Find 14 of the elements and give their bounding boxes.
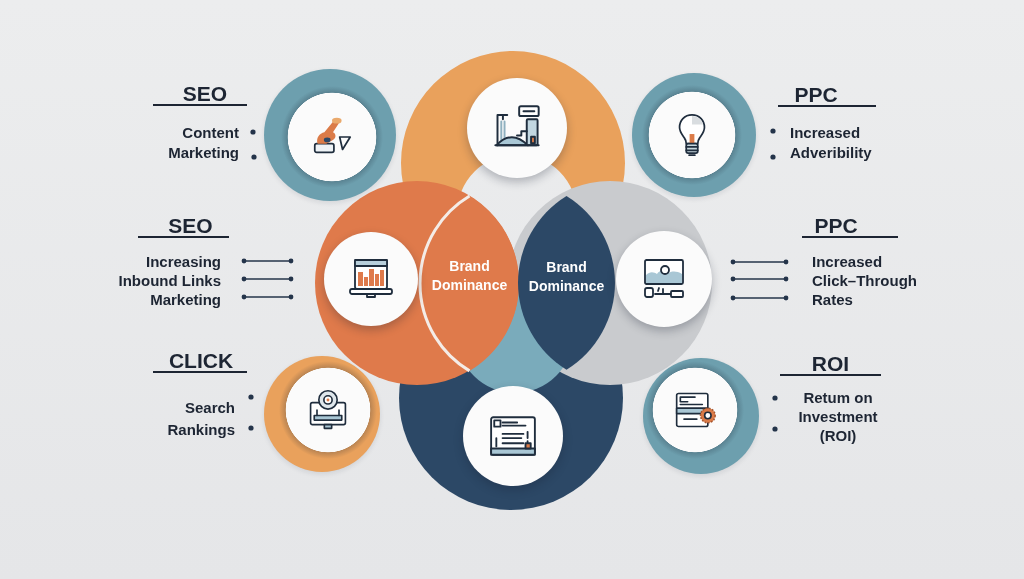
section-heading: PPC bbox=[802, 217, 898, 238]
description-text: Search Rankings bbox=[166, 398, 235, 440]
section-heading: CLICK bbox=[153, 352, 247, 373]
description-text: Increased Click–Through Rates bbox=[812, 252, 918, 309]
lens-label: Brand Dominance bbox=[527, 258, 606, 297]
description-text: Content Marketing bbox=[167, 123, 239, 163]
section-heading: PPC bbox=[778, 86, 876, 107]
description-text: Retum on Investment (ROI) bbox=[797, 388, 879, 445]
section-heading: SEO bbox=[138, 217, 229, 238]
section-heading: ROI bbox=[780, 355, 881, 376]
section-heading: SEO bbox=[153, 85, 247, 106]
description-text: Increased Adveribility bbox=[790, 123, 873, 163]
description-text: Increasing Inbound Links Marketing bbox=[117, 252, 221, 309]
lens-label: Brand Dominance bbox=[430, 257, 509, 296]
